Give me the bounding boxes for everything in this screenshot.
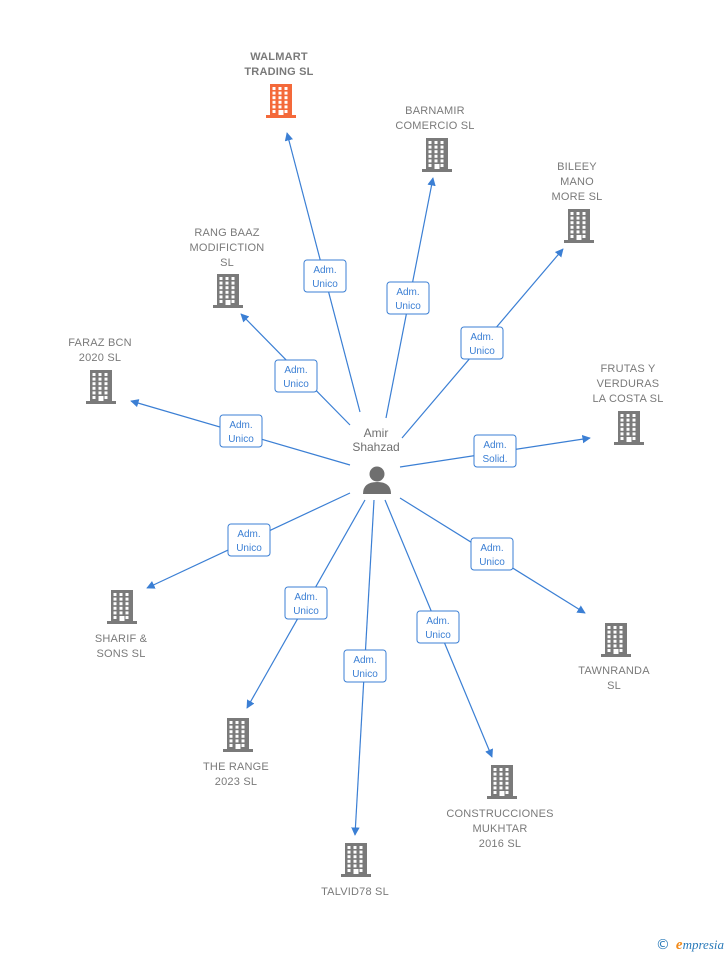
relation-text: Adm. bbox=[470, 332, 493, 343]
relation-text: Unico bbox=[236, 543, 262, 554]
relation-text: Unico bbox=[293, 606, 319, 617]
company-name: BILEEY bbox=[557, 161, 597, 173]
building-icon bbox=[487, 765, 517, 799]
building-icon bbox=[223, 718, 253, 752]
edges-layer: Adm.UnicoAdm.UnicoAdm.UnicoAdm.UnicoAdm.… bbox=[130, 132, 591, 836]
relation-text: Solid. bbox=[482, 454, 507, 465]
person-icon bbox=[363, 466, 391, 494]
company-name: SHARIF & bbox=[95, 633, 148, 645]
company-name: 2016 SL bbox=[479, 838, 521, 850]
relation-text: Adm. bbox=[294, 592, 317, 603]
relation-text: Adm. bbox=[396, 287, 419, 298]
company-name: MORE SL bbox=[552, 191, 603, 203]
relation-text: Adm. bbox=[229, 420, 252, 431]
relation-text: Unico bbox=[425, 630, 451, 641]
company-node-construcciones-mukhtar[interactable]: CONSTRUCCIONES MUKHTAR 2016 SL bbox=[446, 765, 553, 850]
building-icon bbox=[266, 84, 296, 118]
company-name: MUKHTAR bbox=[473, 823, 528, 835]
relation-text: Adm. bbox=[353, 655, 376, 666]
relation-label-frutas-y-verduras[interactable]: Adm. Solid. bbox=[473, 434, 517, 468]
company-name: SL bbox=[220, 257, 234, 269]
relation-label-barnamir-comercio[interactable]: Adm. Unico bbox=[386, 281, 430, 315]
building-icon bbox=[86, 370, 116, 404]
relation-text: Adm. bbox=[313, 265, 336, 276]
relation-label-sharif-sons[interactable]: Adm. Unico bbox=[227, 523, 271, 557]
company-node-faraz-bcn-2020[interactable]: FARAZ BCN 2020 SL bbox=[68, 337, 132, 404]
relation-text: Unico bbox=[312, 279, 338, 290]
company-name: 2023 SL bbox=[215, 776, 257, 788]
company-name: 2020 SL bbox=[79, 352, 121, 364]
building-icon bbox=[422, 138, 452, 172]
relation-label-construcciones-mukhtar[interactable]: Adm. Unico bbox=[416, 610, 460, 644]
relation-label-tawnranda[interactable]: Adm. Unico bbox=[470, 537, 514, 571]
relation-label-bileey-mano-more[interactable]: Adm. Unico bbox=[460, 326, 504, 360]
company-name: SONS SL bbox=[96, 648, 145, 660]
relation-text: Unico bbox=[352, 669, 378, 680]
company-node-tawnranda[interactable]: TAWNRANDA SL bbox=[578, 623, 650, 692]
nodes-layer: WALMART TRADING SL BARNAMIR COMERCIO SL BILE… bbox=[68, 51, 663, 898]
relation-text: Unico bbox=[228, 434, 254, 445]
building-icon bbox=[564, 209, 594, 243]
company-name: CONSTRUCCIONES bbox=[446, 808, 553, 820]
brand-footer[interactable]: © empresia bbox=[656, 937, 724, 954]
company-node-talvid78[interactable]: TALVID78 SL bbox=[321, 843, 389, 898]
company-node-bileey-mano-more[interactable]: BILEEY MANO MORE SL bbox=[552, 161, 603, 243]
company-name: RANG BAAZ bbox=[194, 227, 259, 239]
company-node-sharif-sons[interactable]: SHARIF & SONS SL bbox=[95, 590, 148, 660]
company-node-rang-baaz-modifiction[interactable]: RANG BAAZ MODIFICTION SL bbox=[190, 227, 265, 308]
company-name: SL bbox=[607, 680, 621, 692]
relation-label-rang-baaz-modifiction[interactable]: Adm. Unico bbox=[274, 359, 318, 393]
relation-text: Adm. bbox=[237, 529, 260, 540]
copyright-icon: © bbox=[655, 937, 670, 953]
brand-logo-initial: e bbox=[675, 937, 683, 953]
company-name: TALVID78 SL bbox=[321, 886, 389, 898]
building-icon bbox=[341, 843, 371, 877]
company-name: MANO bbox=[560, 176, 594, 188]
company-name: TAWNRANDA bbox=[578, 665, 650, 677]
building-icon bbox=[614, 411, 644, 445]
person-name: Shahzad bbox=[352, 440, 399, 454]
relation-text: Adm. bbox=[284, 365, 307, 376]
company-node-the-range-2023[interactable]: THE RANGE 2023 SL bbox=[203, 718, 269, 788]
company-node-frutas-y-verduras[interactable]: FRUTAS Y VERDURAS LA COSTA SL bbox=[592, 363, 663, 445]
company-node-barnamir-comercio[interactable]: BARNAMIR COMERCIO SL bbox=[395, 105, 474, 172]
building-icon bbox=[601, 623, 631, 657]
company-name: WALMART bbox=[250, 51, 308, 63]
relation-label-the-range-2023[interactable]: Adm. Unico bbox=[284, 586, 328, 620]
relation-label-walmart-trading[interactable]: Adm. Unico bbox=[303, 259, 347, 293]
company-name: TRADING SL bbox=[244, 66, 313, 78]
company-name: THE RANGE bbox=[203, 761, 269, 773]
relation-text: Adm. bbox=[483, 440, 506, 451]
relation-text: Unico bbox=[469, 346, 495, 357]
relation-text: Adm. bbox=[480, 543, 503, 554]
company-name: MODIFICTION bbox=[190, 242, 265, 254]
person-name: Amir bbox=[364, 426, 389, 440]
company-name: FARAZ BCN bbox=[68, 337, 132, 349]
building-icon bbox=[107, 590, 137, 624]
company-name: VERDURAS bbox=[597, 378, 660, 390]
building-icon bbox=[213, 274, 243, 308]
relation-text: Unico bbox=[395, 301, 421, 312]
relation-label-faraz-bcn-2020[interactable]: Adm. Unico bbox=[219, 414, 263, 448]
company-name: FRUTAS Y bbox=[601, 363, 656, 375]
company-node-walmart-trading[interactable]: WALMART TRADING SL bbox=[244, 51, 313, 118]
relation-label-talvid78[interactable]: Adm. Unico bbox=[343, 649, 387, 683]
relation-text: Adm. bbox=[426, 616, 449, 627]
company-name: BARNAMIR bbox=[405, 105, 465, 117]
brand-logo-text: mpresia bbox=[682, 937, 724, 952]
company-name: COMERCIO SL bbox=[395, 120, 474, 132]
relation-text: Unico bbox=[479, 557, 505, 568]
relation-text: Unico bbox=[283, 379, 309, 390]
company-name: LA COSTA SL bbox=[592, 393, 663, 405]
